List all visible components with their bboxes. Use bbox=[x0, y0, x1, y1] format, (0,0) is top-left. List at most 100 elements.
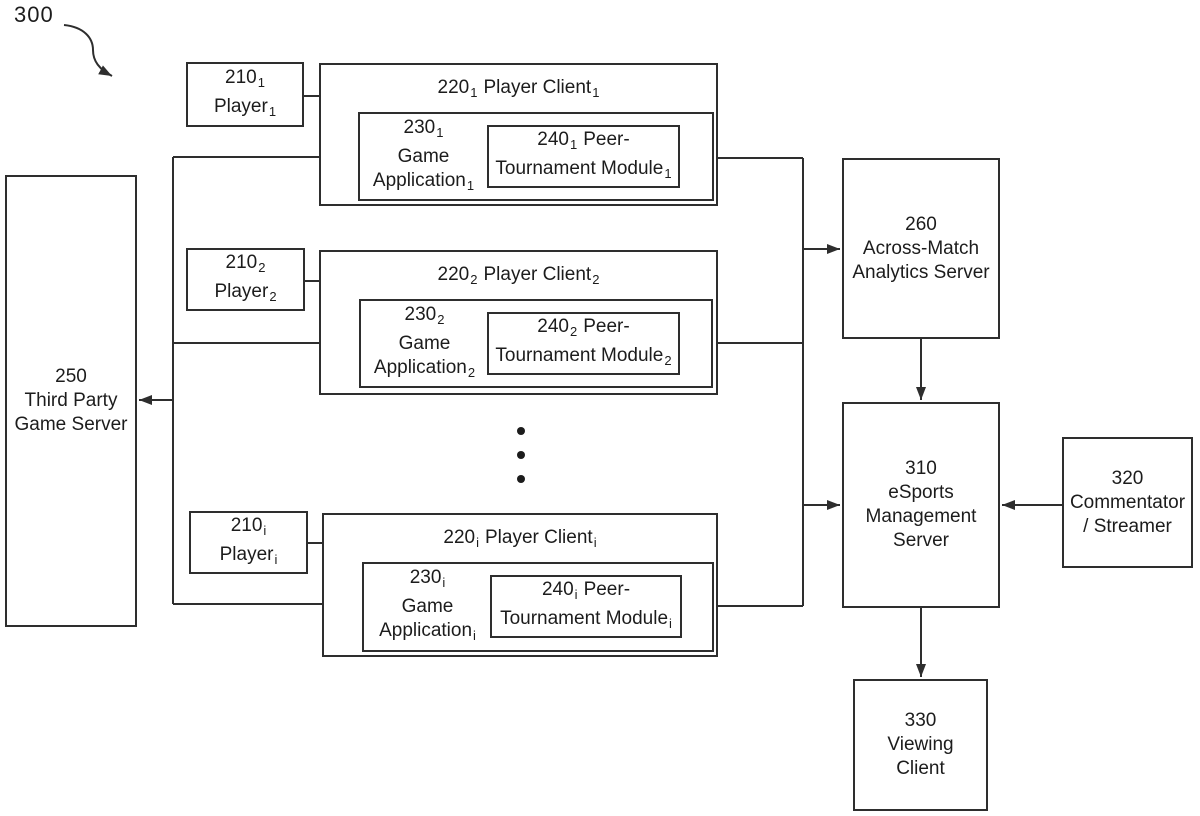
label-text: Commentator bbox=[1069, 491, 1186, 513]
module-line1: 2401 Peer- bbox=[537, 128, 629, 157]
label-text: Player Client bbox=[483, 77, 592, 98]
player-label-line: Playeri bbox=[220, 543, 278, 572]
label-text: eSports bbox=[888, 482, 954, 503]
subscript: i bbox=[669, 615, 672, 631]
app-line1: Game bbox=[402, 595, 454, 619]
esports-management-server-box: 310 eSports Management Server bbox=[842, 402, 1000, 608]
label-text: Game bbox=[401, 596, 454, 617]
app-ref-line: 2302 bbox=[405, 303, 445, 332]
subscript: 2 bbox=[570, 323, 578, 339]
label-text: Game bbox=[397, 145, 450, 167]
module-line2: Tournament Modulei bbox=[500, 607, 672, 636]
subscript: 2 bbox=[467, 364, 476, 380]
label-text: / Streamer bbox=[1083, 515, 1172, 537]
app-line2: Application1 bbox=[373, 169, 474, 198]
figure-ref-label: 300 bbox=[14, 2, 54, 27]
ref-number: 230 bbox=[404, 303, 437, 325]
third-party-game-server-box: 250 Third Party Game Server bbox=[5, 175, 137, 627]
across-match-analytics-server-box: 260 Across-Match Analytics Server bbox=[842, 158, 1000, 339]
subscript: 1 bbox=[570, 136, 578, 152]
label-text: Player bbox=[219, 543, 274, 565]
subscript: 2 bbox=[470, 272, 478, 287]
label-text: Third Party bbox=[24, 390, 118, 411]
subscript: i bbox=[263, 522, 267, 538]
ref-number: 230 bbox=[409, 567, 442, 588]
label-text: Peer- bbox=[583, 578, 631, 600]
label-text: Player bbox=[213, 95, 268, 117]
label-text: Tournament Module bbox=[500, 607, 669, 629]
ref-number: 260 bbox=[905, 213, 937, 235]
ref-number: 240 bbox=[537, 128, 569, 150]
app-line2: Applicationi bbox=[379, 619, 476, 648]
subscript: i bbox=[274, 551, 278, 567]
subscript: 2 bbox=[664, 352, 672, 368]
ellipsis-dots bbox=[517, 427, 525, 483]
subscript: 1 bbox=[268, 103, 277, 119]
subscript: 2 bbox=[592, 272, 600, 287]
subscript: i bbox=[593, 535, 597, 550]
label-text: Player Client bbox=[483, 264, 592, 285]
app-ref-line: 230i bbox=[410, 566, 446, 595]
subscript: 1 bbox=[470, 85, 478, 100]
label-text: Peer- bbox=[583, 128, 630, 150]
ref-number: 210 bbox=[225, 66, 257, 88]
app-ref-line: 2301 bbox=[404, 116, 444, 145]
label-text: Analytics Server bbox=[852, 261, 990, 283]
ref-number: 240 bbox=[541, 578, 574, 600]
player-label-line: Player2 bbox=[214, 280, 276, 309]
game-application-label: 230i Game Applicationi bbox=[364, 564, 491, 650]
player-connectors bbox=[304, 95, 322, 544]
subscript: 2 bbox=[258, 259, 266, 275]
ref-number: 230 bbox=[403, 116, 436, 138]
module-line2: Tournament Module2 bbox=[495, 344, 671, 373]
label-text: Player bbox=[214, 280, 269, 302]
subscript: 1 bbox=[466, 177, 475, 193]
label-text: Tournament Module bbox=[495, 157, 664, 179]
ref-number: 250 bbox=[55, 366, 87, 387]
player-box-2: 2102 Player2 bbox=[186, 248, 305, 311]
subscript: 2 bbox=[269, 288, 277, 304]
subscript: 1 bbox=[664, 165, 672, 181]
subscript: 1 bbox=[592, 85, 600, 100]
player-label-line: Player1 bbox=[214, 95, 276, 124]
subscript: 1 bbox=[436, 124, 444, 140]
game-application-label: 2302 Game Application2 bbox=[361, 301, 488, 386]
app-line1: Game bbox=[399, 332, 451, 356]
label-text: Tournament Module bbox=[495, 344, 664, 366]
ref-number: 210 bbox=[225, 251, 258, 273]
subscript: 1 bbox=[257, 74, 265, 90]
subscript: i bbox=[476, 535, 479, 550]
label-text: Across-Match bbox=[862, 237, 980, 259]
ref-number: 220 bbox=[443, 527, 476, 548]
label-text: Viewing bbox=[887, 734, 954, 755]
subscript: i bbox=[442, 575, 446, 590]
ref-number: 310 bbox=[905, 458, 937, 479]
viewing-client-box: 330 Viewing Client bbox=[853, 679, 988, 811]
game-application-label: 2301 Game Application1 bbox=[360, 114, 487, 199]
app-line2: Application2 bbox=[374, 356, 475, 385]
player-ref-line: 2102 bbox=[226, 251, 266, 280]
subscript: i bbox=[473, 628, 476, 643]
label-text: Application bbox=[379, 620, 473, 641]
player-ref-line: 210i bbox=[231, 514, 267, 543]
ref-number: 330 bbox=[904, 710, 937, 731]
label-text: Application bbox=[372, 169, 466, 191]
app-line1: Game bbox=[398, 145, 450, 169]
ref-number: 320 bbox=[1111, 467, 1144, 489]
label-text: Server bbox=[893, 530, 949, 551]
ref-number: 220 bbox=[437, 264, 470, 285]
